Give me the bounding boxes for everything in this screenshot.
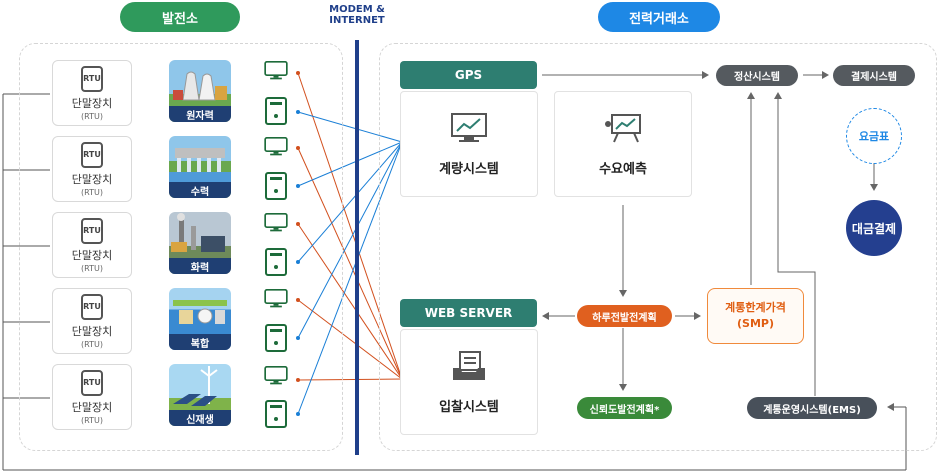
bill-payment-circle: 대금결제 xyxy=(846,200,902,256)
metering-system-label: 계량시스템 xyxy=(439,161,499,177)
presentation-board-icon xyxy=(605,113,641,142)
monitor-icon xyxy=(264,137,288,156)
plant-label: 화력 xyxy=(169,258,231,274)
monitor-icon xyxy=(264,366,288,385)
settlement-system-pill: 정산시스템 xyxy=(716,65,798,86)
ems-pill: 계통운영시스템(EMS) xyxy=(747,397,877,419)
thermal-plant-icon xyxy=(171,213,225,252)
plant-thermal: 화력 xyxy=(169,212,231,274)
plant-hydro: 수력 xyxy=(169,136,231,198)
smp-box: 계통한계가격 (SMP) xyxy=(707,288,804,344)
gps-header: GPS xyxy=(400,61,537,89)
rtu-name: 단말장치 xyxy=(71,96,113,110)
rtu-sub: (RTU) xyxy=(81,415,103,425)
rtu-terminal: RTU 단말장치 (RTU) xyxy=(52,364,132,430)
rtu-name: 단말장치 xyxy=(71,324,113,338)
demand-forecast-label: 수요예측 xyxy=(599,161,647,177)
rtu-name: 단말장치 xyxy=(71,248,113,262)
modem-internet-label: MODEM & INTERNET xyxy=(322,4,392,26)
power-plant-header: 발전소 xyxy=(120,2,240,32)
device-to-hub-lines xyxy=(297,72,403,415)
rtu-name: 단말장치 xyxy=(71,400,113,414)
server-tower-icon xyxy=(265,248,287,276)
rtu-terminal: RTU 단말장치 (RTU) xyxy=(52,60,132,126)
plant-nuclear: 원자력 xyxy=(169,60,231,122)
hydro-dam-icon xyxy=(169,148,231,182)
device-dots xyxy=(296,71,300,416)
day-ahead-plan-pill: 하루전발전계획 xyxy=(577,305,672,327)
server-tower-icon xyxy=(265,172,287,200)
rtu-device-icon: RTU xyxy=(81,65,103,92)
server-tower-icon xyxy=(265,324,287,352)
server-tower-icon xyxy=(265,400,287,428)
power-plant-panel xyxy=(19,43,343,451)
rtu-sub: (RTU) xyxy=(81,263,103,273)
power-exchange-header: 전력거래소 xyxy=(598,2,720,32)
bidding-system-label: 입찰시스템 xyxy=(439,399,499,415)
smp-label-line2: (SMP) xyxy=(737,317,774,330)
plant-label: 수력 xyxy=(169,182,231,198)
rtu-terminal: RTU 단말장치 (RTU) xyxy=(52,288,132,354)
reliability-plan-pill: 신뢰도발전계획* xyxy=(577,397,672,419)
modem-label-line2: INTERNET xyxy=(329,15,385,26)
server-tower-icon xyxy=(265,97,287,125)
rtu-name: 단말장치 xyxy=(71,172,113,186)
flow-arrows xyxy=(542,71,878,396)
rtu-bracket-lines xyxy=(2,93,907,471)
payment-system-pill: 결제시스템 xyxy=(833,65,915,86)
combined-plant-icon xyxy=(173,300,227,324)
rtu-device-icon: RTU xyxy=(81,369,103,396)
rtu-device-icon: RTU xyxy=(81,217,103,244)
bidding-system-box: 입찰시스템 xyxy=(400,329,538,435)
nuclear-plant-icon xyxy=(173,71,227,101)
renewable-plant-icon xyxy=(173,366,218,406)
plant-label: 복합 xyxy=(169,334,231,350)
web-server-header: WEB SERVER xyxy=(400,299,537,327)
rtu-terminal: RTU 단말장치 (RTU) xyxy=(52,136,132,202)
metering-system-box: 계량시스템 xyxy=(400,91,538,197)
plant-label: 신재생 xyxy=(169,410,231,426)
rtu-device-icon: RTU xyxy=(81,141,103,168)
monitor-icon xyxy=(264,213,288,232)
power-exchange-panel xyxy=(379,43,937,451)
rtu-sub: (RTU) xyxy=(81,187,103,197)
plant-combined: 복합 xyxy=(169,288,231,350)
rtu-device-icon: RTU xyxy=(81,293,103,320)
plant-renewable: 신재생 xyxy=(169,364,231,426)
document-tray-icon xyxy=(453,350,485,380)
chart-monitor-icon xyxy=(451,112,487,142)
plant-label: 원자력 xyxy=(169,106,231,122)
tariff-circle: 요금표 xyxy=(846,108,902,164)
monitor-icon xyxy=(264,289,288,308)
monitor-icon xyxy=(264,61,288,80)
rtu-sub: (RTU) xyxy=(81,339,103,349)
demand-forecast-box: 수요예측 xyxy=(554,91,692,197)
modem-label-line1: MODEM & xyxy=(329,4,385,15)
rtu-terminal: RTU 단말장치 (RTU) xyxy=(52,212,132,278)
rtu-sub: (RTU) xyxy=(81,111,103,121)
smp-label-line1: 계통한계가격 xyxy=(725,301,786,314)
